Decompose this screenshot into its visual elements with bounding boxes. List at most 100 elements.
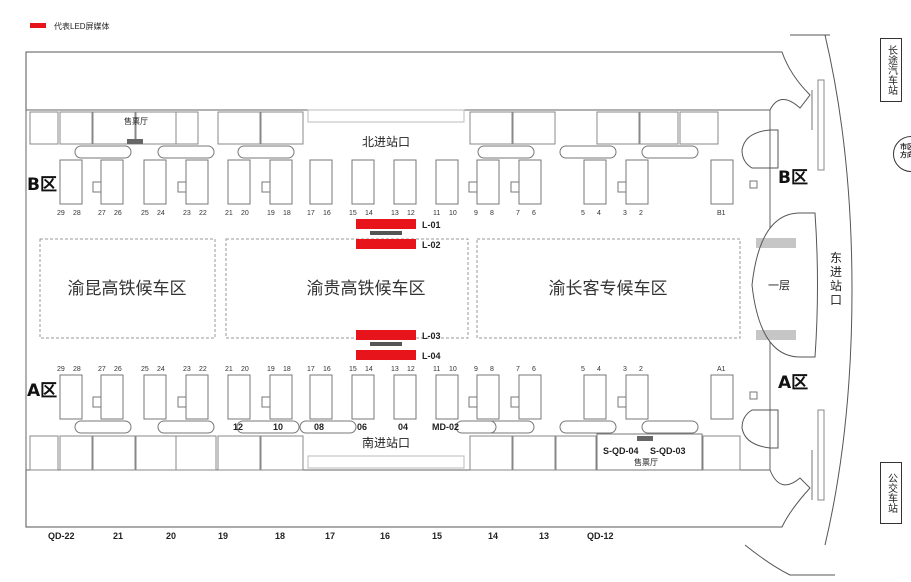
city-bus-station-box: 公交车站 [880,462,902,524]
gate-number: 20 [241,366,249,373]
barrier-pill [455,420,497,434]
north-shops [29,111,719,145]
gate-number: 11 [433,210,440,217]
east-curb-top [817,79,825,171]
gate-number: 12 [407,210,415,217]
gate-number: 6 [532,210,536,217]
booth-side [468,181,478,193]
gate-number: 9 [474,366,478,373]
bottom-row-label: 18 [275,531,285,541]
gate-number: 16 [323,366,331,373]
gate-booth [625,374,649,420]
bottom-row-label: 19 [218,531,228,541]
gate-booth [583,159,607,205]
gate-number: 13 [391,210,399,217]
gate-number: 24 [157,210,165,217]
east-road-inner [824,34,853,546]
gate-booth [518,374,542,420]
booth-side [92,181,102,193]
gate-number: 15 [349,210,357,217]
gate-booth [351,159,375,205]
barrier-pill [641,420,699,434]
gate-number: 28 [73,366,81,373]
gate-booth [59,374,83,420]
gate-booth [185,159,209,205]
south-road [25,469,811,528]
gate-number: 7 [516,366,520,373]
led-screen-l04[interactable] [356,350,416,360]
bottom-row-label: 17 [325,531,335,541]
gate-booth [476,159,500,205]
gate-number: 19 [267,210,275,217]
long-bus-station-label: 长途汽车站 [885,45,897,95]
gate-number: 11 [433,366,440,373]
long-bus-station-box: 长途汽车站 [880,38,902,102]
gate-number: 23 [183,366,191,373]
ticket-hall-north-marker [127,139,143,144]
gate-number: 13 [391,366,399,373]
booth-side [617,181,627,193]
gate-number: 12 [407,366,415,373]
gate-booth [100,374,124,420]
east-corner-south [741,409,779,449]
gate-number: 3 [623,366,627,373]
stairs-bottom [756,330,796,340]
barrier-pill [559,420,617,434]
waiting-area-mid [225,238,469,339]
gate-number: 24 [157,366,165,373]
booth-side [510,396,520,408]
barrier-pill [157,420,215,434]
north-gate-label: 北进站口 [362,135,410,149]
zone-a-right: A区 [778,373,808,393]
gate-booth [710,374,734,420]
gate-number: 29 [57,210,65,217]
gate-booth [269,159,293,205]
shop-block [555,435,597,471]
led-label-l02: L-02 [422,240,441,250]
waiting-area-right-label: 渝长客专候车区 [549,279,668,299]
led-screen-l01[interactable] [356,219,416,229]
led-screen-l03[interactable] [356,330,416,340]
gate-booth [227,374,251,420]
east-small-box-north [749,180,758,189]
barrier-pill [74,420,132,434]
gate-number: 21 [225,366,233,373]
waiting-area-left [39,238,216,339]
booth-side [261,396,271,408]
shop-block [92,435,136,471]
gate-number: 27 [98,366,106,373]
gate-number: A1 [717,366,726,373]
bottom-row-label: 15 [432,531,442,541]
booth-side [617,396,627,408]
gate-number: 25 [141,366,149,373]
gate-number: 22 [199,210,207,217]
gate-number: B1 [717,210,726,217]
gate-number: 18 [283,366,291,373]
south-shops [29,435,741,471]
gate-number: 7 [516,210,520,217]
stairs-top [756,238,796,248]
bottom-row-label: 21 [113,531,123,541]
south-point-label: 08 [314,422,324,432]
led-support-2 [370,342,402,346]
barrier-pill [641,145,699,159]
barrier-pill [299,420,357,434]
gate-number: 15 [349,366,357,373]
gate-number: 28 [73,210,81,217]
gate-number: 6 [532,366,536,373]
gate-booth [435,159,459,205]
gate-number: 26 [114,210,122,217]
shop-block [135,435,177,471]
shop-block [469,435,513,471]
gate-number: 17 [307,210,315,217]
qd-point-s-qd-03: S-QD-03 [650,446,686,456]
led-screen-l02[interactable] [356,239,416,249]
shop-block [92,111,136,145]
south-point-label: 10 [273,422,283,432]
waiting-area-right [476,238,741,339]
east-road-bottom [744,544,835,576]
